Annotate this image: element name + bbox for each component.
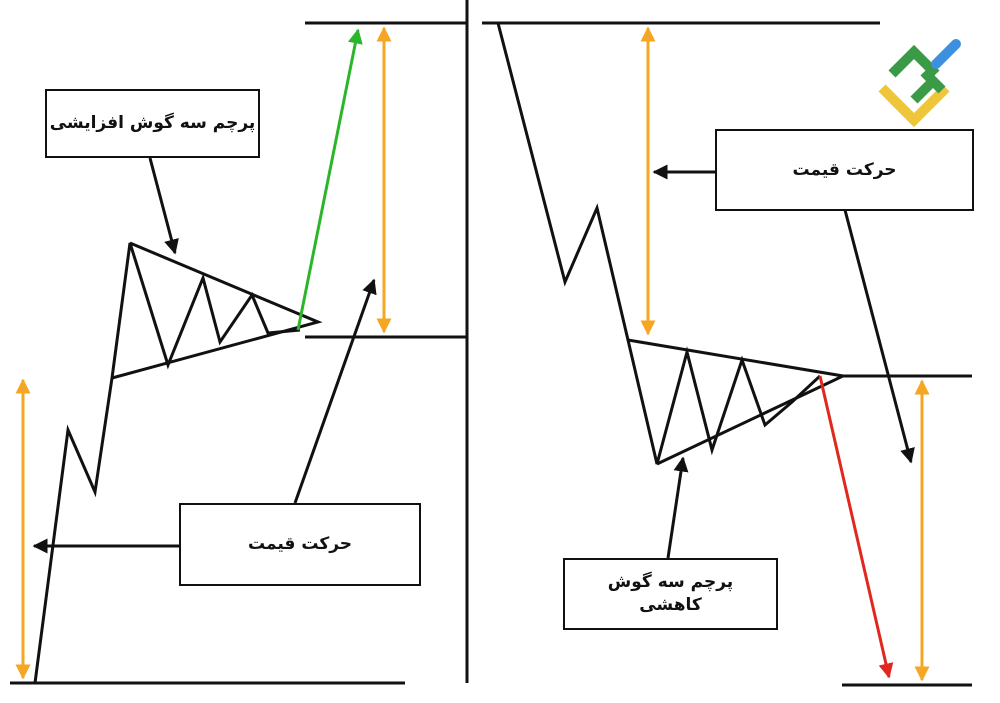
left-panel (10, 21, 467, 685)
right-breakout-arrow (818, 375, 894, 679)
left-flag-outline (111, 241, 323, 380)
right-move-label-text: حرکت قیمت (792, 159, 897, 180)
left-move-label: حرکت قیمت (179, 503, 421, 586)
right-move-label: حرکت قیمت (715, 129, 974, 211)
left-pattern-label: پرچم سه گوش افزایشی (45, 89, 260, 158)
left-pattern-label-text: پرچم سه گوش افزایشی (49, 113, 256, 134)
right-price-path (496, 22, 822, 465)
right-pattern-pointer-arrow (666, 456, 689, 559)
brand-logo-icon (878, 39, 961, 128)
left-price-path (33, 242, 301, 684)
left-pattern-pointer-arrow (148, 157, 179, 255)
right-pattern-label-text: پرچم سه گوش کاهشی (607, 572, 734, 615)
left-move-pointer-arrow (293, 278, 377, 504)
right-flag-outline (627, 338, 848, 466)
right-panel (482, 21, 972, 687)
left-breakout-arrow (296, 28, 363, 331)
right-move-pointer-arrow (843, 209, 915, 464)
left-move-label-text: حرکت قیمت (247, 534, 353, 555)
right-pattern-label: پرچم سه گوش کاهشی (563, 558, 778, 630)
